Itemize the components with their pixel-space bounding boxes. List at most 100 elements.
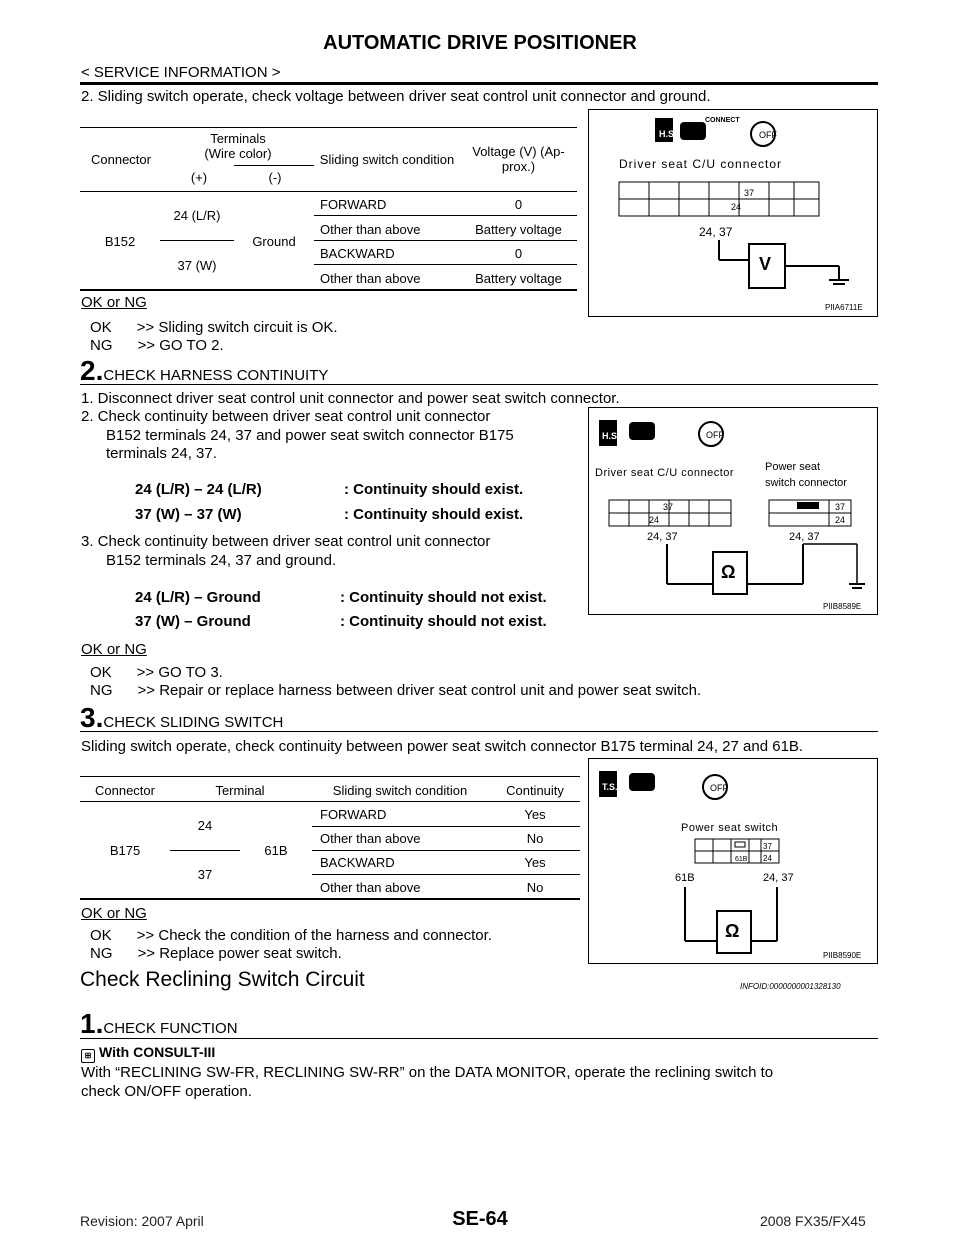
voltmeter-symbol: V bbox=[759, 254, 771, 274]
continuity-result: : Continuity should exist. bbox=[344, 481, 524, 498]
table-rule bbox=[80, 191, 577, 192]
col-header-voltage: Voltage (V) (Ap- prox.) bbox=[472, 144, 565, 174]
pin-24: 24 bbox=[763, 854, 772, 863]
figure-code: PIIA6711E bbox=[825, 303, 863, 312]
col-header-condition: Sliding switch condition bbox=[319, 151, 455, 167]
terminal-cell: 37 bbox=[197, 867, 213, 882]
condition-cell: BACKWARD bbox=[320, 855, 395, 870]
terminal-label: 24, 37 bbox=[647, 531, 678, 543]
svg-text:OFF: OFF bbox=[759, 130, 777, 140]
section-title: Check Reclining Switch Circuit bbox=[80, 968, 365, 991]
condition-cell: FORWARD bbox=[320, 807, 387, 822]
info-id: INFOID:0000000001328130 bbox=[740, 982, 841, 991]
continuity-result: : Continuity should not exist. bbox=[340, 589, 547, 606]
step-rule bbox=[80, 384, 878, 385]
ground-cell: Ground bbox=[252, 234, 296, 249]
condition-cell: Other than above bbox=[320, 271, 421, 286]
terminal-label: 24, 37 bbox=[789, 531, 820, 543]
table-rule bbox=[80, 127, 577, 128]
table-rule bbox=[314, 240, 577, 241]
page-title: AUTOMATIC DRIVE POSITIONER bbox=[323, 32, 637, 54]
ng-result: NG >> Repair or replace harness between … bbox=[90, 682, 702, 699]
table-rule bbox=[312, 874, 580, 875]
table-rule bbox=[160, 240, 234, 241]
value-cell: 0 bbox=[514, 246, 523, 261]
step-heading: 2.CHECK HARNESS CONTINUITY bbox=[80, 355, 328, 387]
table-rule bbox=[314, 264, 577, 265]
pin-37: 37 bbox=[763, 842, 772, 851]
connector-label: switch connector bbox=[765, 477, 847, 489]
value-cell: Battery voltage bbox=[475, 271, 562, 286]
svg-text:T.S.: T.S. bbox=[602, 782, 618, 792]
svg-text:OFF: OFF bbox=[706, 430, 724, 440]
header-rule bbox=[80, 82, 878, 85]
table-rule bbox=[312, 850, 580, 851]
continuity-result: : Continuity should not exist. bbox=[340, 613, 547, 630]
switch-label: Power seat switch bbox=[681, 822, 778, 834]
ok-ng-label: OK or NG bbox=[81, 294, 147, 311]
consult-icon: ⊞ bbox=[81, 1049, 95, 1063]
step-number: 2. bbox=[80, 355, 104, 386]
continuity-spec: 24 (L/R) – Ground bbox=[135, 589, 261, 606]
instruction-line: 3. Check continuity between driver seat … bbox=[81, 533, 491, 550]
ok-result: OK >> Sliding switch circuit is OK. bbox=[90, 319, 338, 336]
terminal-cell: 61B bbox=[264, 843, 288, 858]
table-rule bbox=[170, 850, 240, 851]
step-number: 1. bbox=[80, 1008, 104, 1039]
terminal-cell: 37 (W) bbox=[177, 258, 217, 273]
ok-ng-label: OK or NG bbox=[81, 641, 147, 658]
value-cell: No bbox=[526, 831, 544, 846]
col-header-connector: Connector bbox=[95, 783, 155, 798]
connect-label: CONNECT bbox=[705, 117, 740, 124]
value-cell: Yes bbox=[524, 855, 546, 870]
ok-result: OK >> GO TO 3. bbox=[90, 664, 223, 681]
instruction-line: terminals 24, 37. bbox=[106, 445, 217, 462]
figure-voltage-check: H.S. CONNECT OFF Driver seat C/U connect… bbox=[588, 109, 878, 317]
svg-text:H.S.: H.S. bbox=[659, 129, 677, 139]
figure-sliding-switch: T.S. OFF Power seat switch 37 24 61B 61B… bbox=[588, 758, 878, 964]
pin-37: 37 bbox=[663, 502, 673, 512]
condition-cell: BACKWARD bbox=[320, 246, 395, 261]
voltage-table: Connector Terminals (Wire color) Sliding… bbox=[80, 128, 577, 190]
ng-result: NG >> Replace power seat switch. bbox=[90, 945, 342, 962]
step-title: CHECK HARNESS CONTINUITY bbox=[103, 367, 329, 384]
continuity-spec: 37 (W) – Ground bbox=[135, 613, 251, 630]
value-cell: Yes bbox=[524, 807, 546, 822]
value-cell: No bbox=[526, 880, 544, 895]
step-number: 3. bbox=[80, 702, 104, 733]
terminal-label: 24, 37 bbox=[699, 225, 733, 239]
step-rule bbox=[80, 1038, 878, 1039]
condition-cell: Other than above bbox=[320, 880, 421, 895]
table-rule bbox=[312, 826, 580, 827]
col-header-terminal: Terminal bbox=[215, 783, 265, 798]
figure-harness-continuity: H.S. OFF Driver seat C/U connector Power… bbox=[588, 407, 878, 615]
col-header-minus: (-) bbox=[268, 169, 282, 185]
col-header-plus: (+) bbox=[190, 169, 208, 185]
col-header-connector: Connector bbox=[91, 151, 151, 167]
col-header-terminals: Terminals (Wire color) bbox=[204, 131, 272, 161]
figure-code: PIIB8590E bbox=[823, 951, 861, 960]
terminal-label: 61B bbox=[675, 872, 695, 884]
step-title: CHECK SLIDING SWITCH bbox=[103, 714, 284, 731]
page-number: SE-64 bbox=[452, 1208, 508, 1230]
terminal-label: 24, 37 bbox=[763, 872, 794, 884]
ok-result: OK >> Check the condition of the harness… bbox=[90, 927, 492, 944]
pin-24: 24 bbox=[835, 515, 845, 525]
table-rule bbox=[80, 289, 577, 291]
condition-cell: Other than above bbox=[320, 222, 421, 237]
instruction-line: check ON/OFF operation. bbox=[81, 1083, 252, 1100]
ohmmeter-symbol: Ω bbox=[721, 562, 735, 582]
instruction-line: B152 terminals 24, 37 and power seat swi… bbox=[106, 427, 514, 444]
connector-label: Power seat bbox=[765, 461, 820, 473]
breadcrumb: < SERVICE INFORMATION > bbox=[81, 64, 281, 81]
connector-label: Driver seat C/U connector bbox=[619, 157, 782, 171]
continuity-spec: 24 (L/R) – 24 (L/R) bbox=[135, 481, 262, 498]
pin-37: 37 bbox=[835, 502, 845, 512]
ng-result: NG >> GO TO 2. bbox=[90, 337, 224, 354]
footer-revision: Revision: 2007 April bbox=[80, 1213, 204, 1229]
ohmmeter-symbol: Ω bbox=[725, 921, 739, 941]
table-rule bbox=[234, 165, 314, 166]
ok-ng-label: OK or NG bbox=[81, 905, 147, 922]
step-heading: 3.CHECK SLIDING SWITCH bbox=[80, 702, 283, 734]
svg-text:OFF: OFF bbox=[710, 783, 728, 793]
